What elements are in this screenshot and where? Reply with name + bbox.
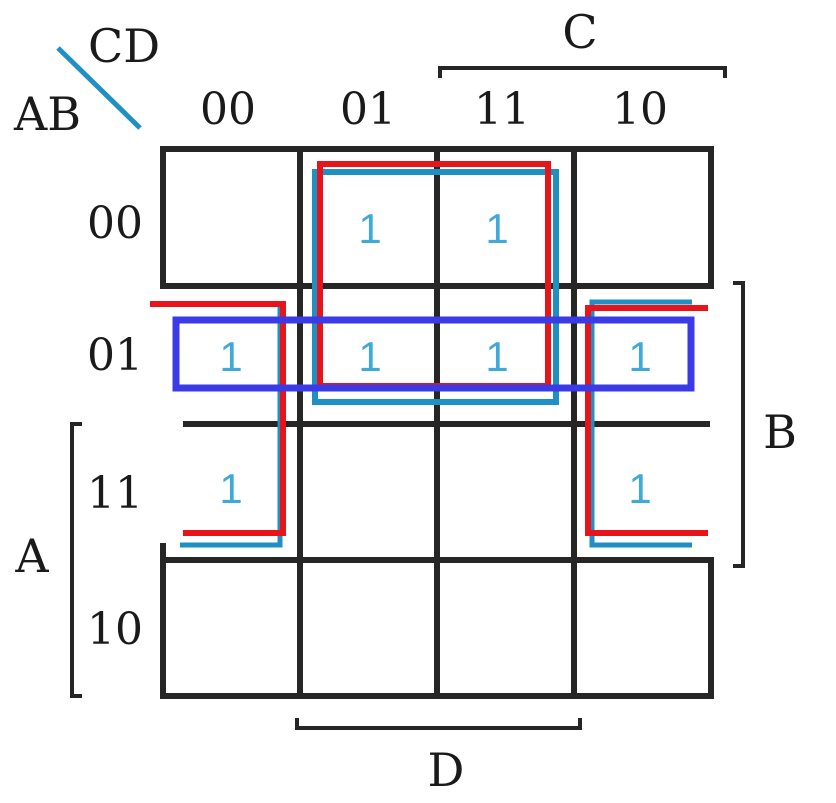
group-loop-cyan (312, 169, 559, 405)
label-a: A (14, 529, 49, 583)
cell-value: 1 (219, 333, 242, 380)
col-header: 11 (474, 84, 530, 135)
row-header: 11 (87, 468, 143, 519)
cell-value: 1 (628, 465, 651, 512)
bracket-a (70, 422, 82, 698)
column-headers: 00 01 11 10 (200, 84, 668, 135)
col-header: 01 (340, 84, 396, 135)
col-header: 10 (612, 84, 668, 135)
cell-value: 1 (219, 465, 242, 512)
group-loop-blue (172, 316, 695, 392)
groupings (150, 161, 708, 548)
row-header: 10 (87, 604, 143, 655)
col-header: 00 (200, 84, 256, 135)
cell-value: 1 (358, 333, 381, 380)
bracket-b (733, 281, 745, 568)
cell-values: 1 1 1 1 1 1 1 1 (219, 205, 651, 512)
map-grid (160, 146, 714, 699)
cell-value: 1 (358, 205, 381, 252)
label-d: D (428, 743, 465, 797)
label-c: C (562, 5, 597, 59)
bracket-d (295, 718, 582, 730)
cell-value: 1 (485, 333, 508, 380)
corner-diagonal-line (56, 46, 142, 130)
col-variables-label: CD (88, 19, 160, 73)
row-variables-label: AB (13, 87, 81, 141)
cell-value: 1 (628, 333, 651, 380)
row-headers: 00 01 11 10 (87, 198, 143, 655)
cell-value: 1 (485, 205, 508, 252)
bracket-c (438, 66, 727, 78)
label-b: B (763, 405, 797, 459)
row-header: 00 (87, 198, 143, 249)
group-loop-cyan (589, 299, 692, 548)
group-loop-red (585, 305, 708, 536)
group-loop-red (150, 301, 286, 536)
row-header: 01 (87, 330, 143, 381)
